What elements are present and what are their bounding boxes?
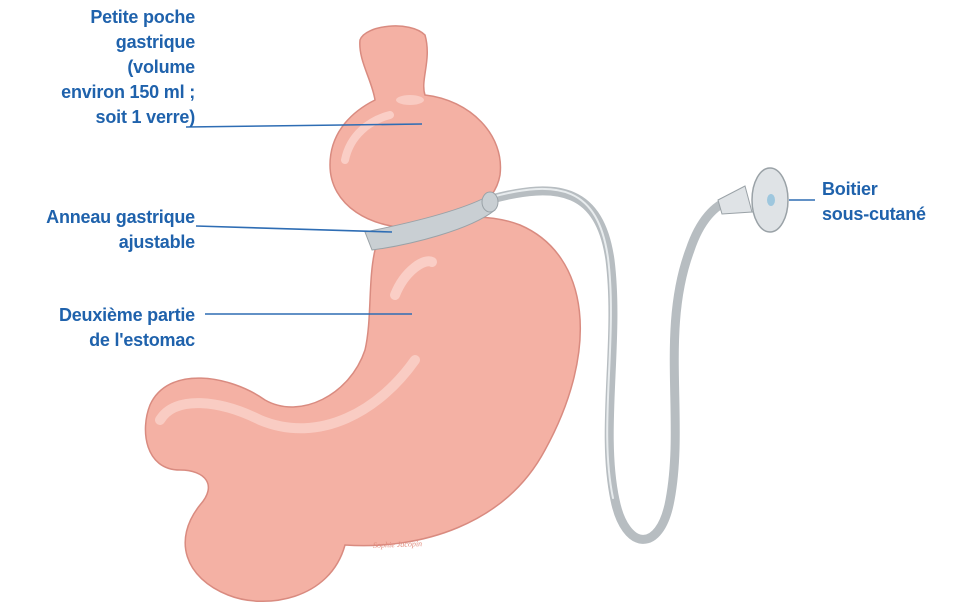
- label-pouch-line-1: Petite poche: [61, 5, 195, 30]
- leader-line-band: [196, 226, 392, 232]
- port-septum: [767, 194, 775, 206]
- port-connector: [718, 186, 752, 214]
- label-second-part-line-1: Deuxième partie: [59, 303, 195, 328]
- label-port-line-1: Boitier: [822, 177, 926, 202]
- label-pouch: Petite poche gastrique (volume environ 1…: [61, 5, 195, 130]
- label-pouch-line-5: soit 1 verre): [61, 105, 195, 130]
- label-pouch-line-2: gastrique: [61, 30, 195, 55]
- label-band-line-1: Anneau gastrique: [46, 205, 195, 230]
- label-pouch-line-3: (volume: [61, 55, 195, 80]
- label-band-line-2: ajustable: [46, 230, 195, 255]
- label-port-line-2: sous-cutané: [822, 202, 926, 227]
- label-port: Boitier sous-cutané: [822, 177, 926, 227]
- label-pouch-line-4: environ 150 ml ;: [61, 80, 195, 105]
- artist-signature: Sophie Jacopin: [373, 539, 422, 550]
- band-end-cap: [482, 192, 498, 212]
- label-second-part: Deuxième partie de l'estomac: [59, 303, 195, 353]
- pouch-shine: [396, 95, 424, 105]
- label-second-part-line-2: de l'estomac: [59, 328, 195, 353]
- stomach-pouch: [330, 26, 500, 228]
- label-band: Anneau gastrique ajustable: [46, 205, 195, 255]
